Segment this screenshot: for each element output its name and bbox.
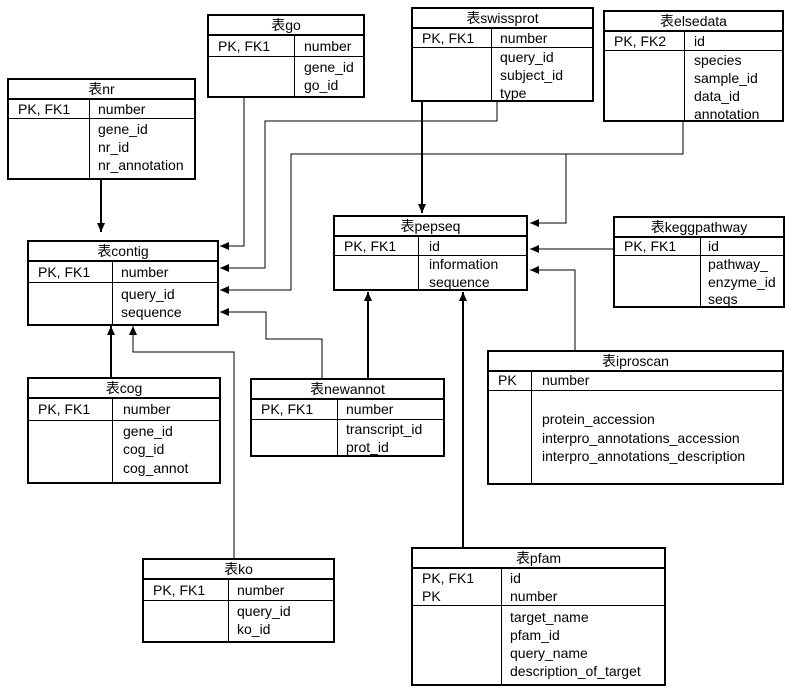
table-title: 表go bbox=[209, 16, 363, 36]
table-title: 表nr bbox=[9, 80, 194, 100]
field: annotation bbox=[694, 106, 760, 122]
field: transcript_id bbox=[346, 421, 423, 437]
key-label: PK, FK1 bbox=[18, 101, 71, 117]
field: description_of_target bbox=[510, 663, 641, 679]
table-title: 表ko bbox=[144, 560, 333, 580]
rel-elsedata-pepseq bbox=[530, 154, 567, 227]
table-ko: 表ko PK, FK1 number query_id ko_id bbox=[142, 558, 335, 643]
field: query_id bbox=[237, 603, 291, 619]
table-title: 表pfam bbox=[413, 549, 664, 569]
table-title: 表elsedata bbox=[605, 12, 782, 32]
key-field: number bbox=[304, 38, 352, 54]
field: query_id bbox=[500, 49, 554, 65]
table-swissprot: 表swissprot PK, FK1 number query_id subje… bbox=[411, 7, 594, 102]
field: pfam_id bbox=[510, 627, 560, 643]
key-label: PK, FK1 bbox=[344, 238, 397, 254]
table-pepseq: 表pepseq PK, FK1 id information sequence bbox=[333, 215, 528, 291]
table-newannot: 表newannot PK, FK1 number transcript_id p… bbox=[250, 378, 445, 457]
key-field: number bbox=[542, 372, 590, 388]
key-label: PK, FK1 bbox=[624, 238, 677, 254]
key-label: PK, FK1 bbox=[153, 582, 206, 598]
table-go: 表go PK, FK1 number gene_id go_id bbox=[207, 14, 365, 98]
field: cog_id bbox=[123, 441, 165, 457]
field: information bbox=[429, 256, 499, 272]
key-label: PK, FK1 bbox=[422, 570, 475, 586]
key-field: id bbox=[694, 33, 705, 49]
field: cog_annot bbox=[123, 460, 189, 476]
key-field: number bbox=[237, 582, 285, 598]
key-label: PK, FK2 bbox=[614, 33, 667, 49]
key-field: number bbox=[510, 588, 558, 604]
field: enzyme_id bbox=[708, 274, 776, 290]
key-field: number bbox=[346, 401, 394, 417]
table-nr: 表nr PK, FK1 number gene_id nr_id nr_anno… bbox=[7, 78, 196, 180]
key-label: PK, FK1 bbox=[422, 30, 475, 46]
field: gene_id bbox=[98, 121, 148, 137]
field: nr_id bbox=[98, 139, 130, 155]
rel-iproscan-pepseq bbox=[530, 266, 576, 350]
table-title: 表newannot bbox=[252, 380, 443, 400]
table-title: 表iproscan bbox=[489, 352, 782, 372]
field: gene_id bbox=[304, 59, 354, 75]
field: sample_id bbox=[694, 70, 758, 86]
field: query_id bbox=[121, 286, 175, 302]
field: interpro_annotations_accession bbox=[542, 430, 740, 446]
rel-ko-contig bbox=[129, 326, 235, 558]
key-label: PK, FK1 bbox=[218, 38, 271, 54]
field: gene_id bbox=[123, 423, 173, 439]
table-title: 表swissprot bbox=[413, 9, 592, 29]
field: prot_id bbox=[346, 439, 389, 455]
field: interpro_annotations_description bbox=[542, 448, 746, 464]
field: pathway_ bbox=[708, 256, 768, 272]
key-label: PK, FK1 bbox=[261, 401, 314, 417]
table-cog: 表cog PK, FK1 number gene_id cog_id cog_a… bbox=[27, 377, 221, 484]
table-pfam: 表pfam PK, FK1 PK id number target_name p… bbox=[411, 547, 666, 686]
key-field: number bbox=[121, 264, 169, 280]
field: protein_accession bbox=[542, 411, 655, 427]
table-elsedata: 表elsedata PK, FK2 id species sample_id d… bbox=[603, 10, 784, 122]
field: species bbox=[694, 52, 742, 68]
table-keggpathway: 表keggpathway PK, FK1 id pathway_ enzyme_… bbox=[613, 216, 785, 308]
field: subject_id bbox=[500, 67, 564, 83]
key-field: id bbox=[510, 570, 521, 586]
table-title: 表contig bbox=[29, 242, 217, 262]
field: sequence bbox=[121, 304, 182, 320]
field: query_name bbox=[510, 645, 588, 661]
table-title: 表pepseq bbox=[335, 217, 526, 237]
key-field: number bbox=[123, 401, 171, 417]
key-label: PK bbox=[422, 588, 441, 604]
field: ko_id bbox=[237, 621, 271, 637]
rel-go-contig bbox=[220, 97, 245, 250]
key-field: number bbox=[98, 101, 146, 117]
key-field: id bbox=[708, 238, 719, 254]
key-field: id bbox=[429, 238, 440, 254]
table-contig: 表contig PK, FK1 number query_id sequence bbox=[27, 240, 219, 326]
field: seqs bbox=[708, 291, 738, 307]
key-label: PK bbox=[498, 372, 517, 388]
key-field: number bbox=[500, 30, 548, 46]
table-title: 表cog bbox=[29, 379, 219, 399]
rel-swissprot-contig bbox=[220, 101, 498, 272]
rel-elsedata-contig bbox=[220, 121, 684, 294]
field: data_id bbox=[694, 88, 740, 104]
field: target_name bbox=[510, 609, 589, 625]
table-title: 表keggpathway bbox=[615, 218, 783, 238]
rel-newannot-contig bbox=[220, 308, 323, 379]
key-label: PK, FK1 bbox=[38, 401, 91, 417]
field: sequence bbox=[429, 274, 490, 290]
field: go_id bbox=[304, 77, 339, 93]
table-iproscan: 表iproscan PK number protein_accession in… bbox=[487, 350, 784, 485]
field: nr_annotation bbox=[98, 157, 184, 173]
field: type bbox=[500, 85, 527, 101]
key-label: PK, FK1 bbox=[38, 264, 91, 280]
